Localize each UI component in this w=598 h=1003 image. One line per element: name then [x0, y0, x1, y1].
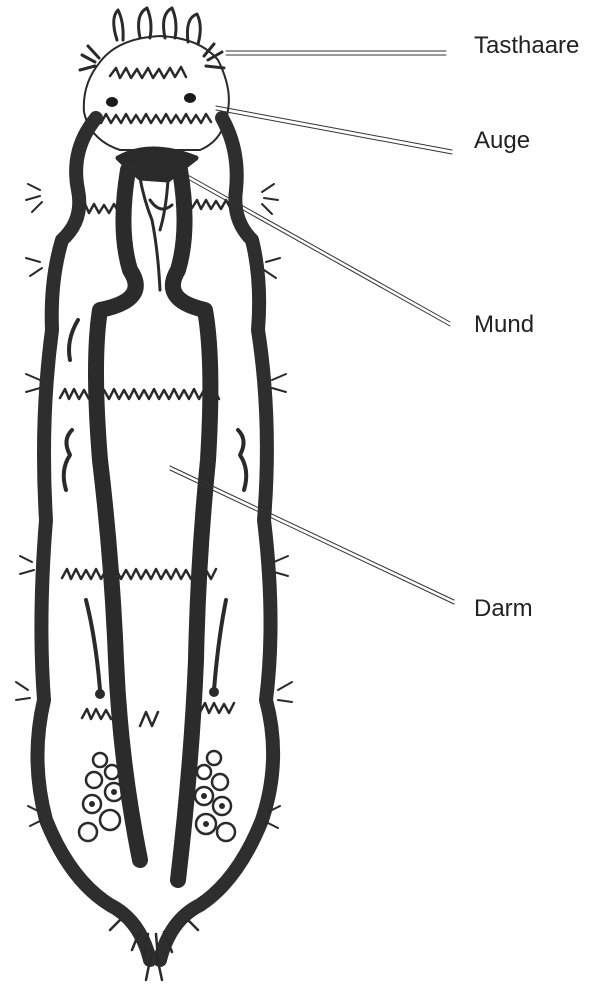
buccal-tube	[140, 178, 172, 290]
label-darm: Darm	[474, 597, 533, 621]
right-eye	[184, 93, 196, 103]
label-tasthaare: Tasthaare	[474, 34, 579, 58]
label-mund: Mund	[474, 313, 534, 337]
left-eye	[106, 97, 118, 107]
label-auge: Auge	[474, 129, 530, 153]
gut-walls	[96, 170, 210, 880]
egg-cells	[79, 751, 235, 841]
